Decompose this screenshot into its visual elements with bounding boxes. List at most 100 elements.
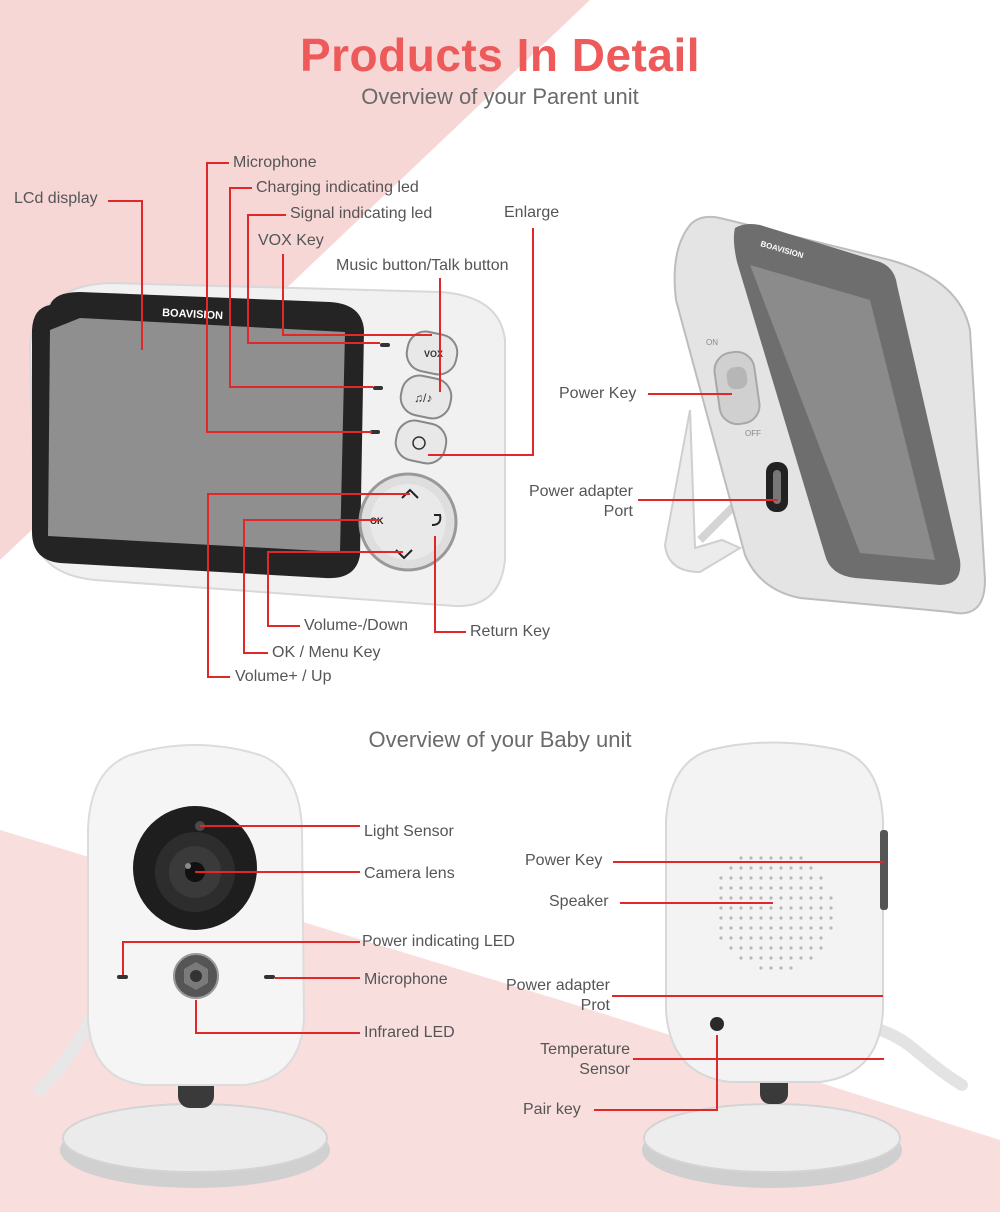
speaker-hole	[759, 926, 763, 930]
baby-power-key	[880, 830, 888, 910]
speaker-hole	[729, 906, 733, 910]
speaker-hole	[829, 906, 833, 910]
speaker-hole	[809, 916, 813, 920]
speaker-hole	[719, 886, 723, 890]
speaker-hole	[809, 896, 813, 900]
speaker-hole	[799, 866, 803, 870]
speaker-hole	[759, 916, 763, 920]
speaker-hole	[759, 956, 763, 960]
speaker-hole	[779, 946, 783, 950]
speaker-hole	[809, 946, 813, 950]
speaker-hole	[799, 936, 803, 940]
power-led	[117, 975, 128, 979]
speaker-hole	[809, 866, 813, 870]
label-music-talk: Music button/Talk button	[336, 257, 509, 274]
label-infrared-led: Infrared LED	[364, 1024, 455, 1041]
label-signal-led: Signal indicating led	[290, 205, 433, 222]
speaker-hole	[789, 926, 793, 930]
speaker-hole	[779, 866, 783, 870]
parent-unit-side-body: BOAVISION ON OFF	[663, 215, 987, 615]
label-microphone: Microphone	[233, 154, 317, 171]
speaker-hole	[809, 956, 813, 960]
speaker-hole	[779, 936, 783, 940]
speaker-hole	[799, 856, 803, 860]
label-temp-2: Sensor	[579, 1061, 630, 1078]
speaker-hole	[799, 896, 803, 900]
temperature-sensor	[710, 1017, 724, 1031]
speaker-hole	[719, 916, 723, 920]
label-light-sensor: Light Sensor	[364, 823, 454, 840]
speaker-hole	[809, 936, 813, 940]
return-arrow-icon	[431, 514, 442, 526]
speaker-hole	[779, 966, 783, 970]
speaker-hole	[749, 866, 753, 870]
label-enlarge: Enlarge	[504, 204, 560, 221]
microphone-hole	[370, 430, 380, 434]
speaker-hole	[829, 926, 833, 930]
speaker-hole	[719, 926, 723, 930]
speaker-hole	[799, 926, 803, 930]
speaker-hole	[799, 876, 803, 880]
speaker-hole	[819, 926, 823, 930]
speaker-hole	[789, 916, 793, 920]
speaker-hole	[829, 916, 833, 920]
speaker-hole	[809, 886, 813, 890]
speaker-hole	[819, 886, 823, 890]
label-volume-up: Volume+ / Up	[235, 668, 332, 685]
speaker-hole	[739, 946, 743, 950]
speaker-hole	[759, 856, 763, 860]
speaker-hole	[819, 906, 823, 910]
speaker-hole	[799, 916, 803, 920]
speaker-hole	[729, 896, 733, 900]
speaker-hole	[789, 966, 793, 970]
speaker-hole	[769, 856, 773, 860]
speaker-hole	[789, 946, 793, 950]
speaker-hole	[749, 896, 753, 900]
baby-unit-back-body	[642, 741, 968, 1188]
speaker-hole	[719, 876, 723, 880]
page-title: Products In Detail	[299, 29, 701, 81]
speaker-hole	[769, 876, 773, 880]
parent-side-leaders	[638, 393, 778, 501]
speaker-hole	[759, 946, 763, 950]
label-parent-adapter-2: Port	[603, 503, 633, 520]
speaker-hole	[779, 856, 783, 860]
label-ok-menu: OK / Menu Key	[272, 644, 381, 661]
speaker-hole	[749, 926, 753, 930]
speaker-hole	[769, 926, 773, 930]
speaker-hole	[779, 896, 783, 900]
speaker-hole	[739, 926, 743, 930]
speaker-hole	[729, 926, 733, 930]
speaker-hole	[819, 876, 823, 880]
speaker-hole	[729, 946, 733, 950]
speaker-hole	[749, 886, 753, 890]
baby-unit-front-body	[34, 744, 330, 1188]
speaker-hole	[759, 876, 763, 880]
svg-text:♫/♪: ♫/♪	[414, 391, 432, 405]
speaker-hole	[759, 886, 763, 890]
speaker-hole	[829, 896, 833, 900]
speaker-hole	[759, 866, 763, 870]
speaker-hole	[759, 966, 763, 970]
speaker-hole	[789, 956, 793, 960]
speaker-hole	[739, 916, 743, 920]
speaker-hole	[819, 946, 823, 950]
svg-text:OFF: OFF	[745, 429, 761, 438]
speaker-hole	[739, 956, 743, 960]
speaker-hole	[779, 876, 783, 880]
speaker-hole	[769, 916, 773, 920]
speaker-hole	[809, 926, 813, 930]
speaker-hole	[769, 946, 773, 950]
speaker-hole	[809, 876, 813, 880]
label-parent-power-key: Power Key	[559, 385, 637, 402]
speaker-hole	[769, 866, 773, 870]
label-temp-1: Temperature	[540, 1041, 630, 1058]
label-lcd-display: LCd display	[14, 190, 98, 207]
speaker-hole	[789, 886, 793, 890]
svg-text:VOX: VOX	[424, 349, 443, 359]
speaker-hole	[779, 916, 783, 920]
